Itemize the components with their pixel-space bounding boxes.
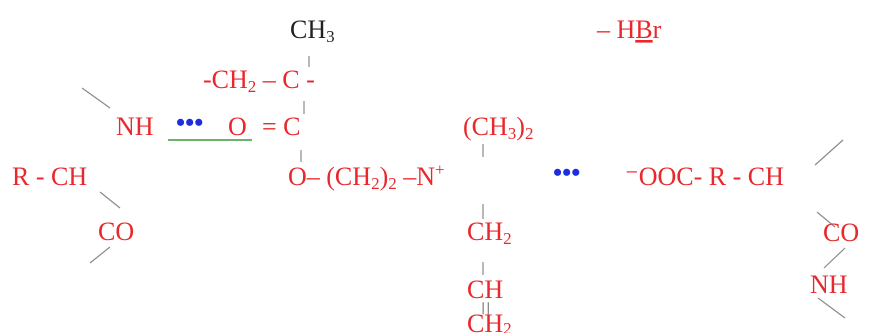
bond-lines bbox=[81, 56, 846, 319]
hydrogen-bond-dots: ••• bbox=[176, 108, 203, 137]
ch2-mid-label: CH2 bbox=[467, 217, 512, 248]
bond-right-chain-top bbox=[814, 139, 844, 166]
ionic-interaction-dots: ••• bbox=[553, 158, 580, 187]
ch3-top-label: CH3 bbox=[290, 15, 335, 46]
bond-co-nh-right bbox=[823, 247, 846, 269]
bond-ch-co-left bbox=[99, 191, 121, 209]
nh-right-label: NH bbox=[810, 270, 848, 299]
ch-mid-label: CH bbox=[467, 275, 503, 304]
double-bond-symbol: = bbox=[471, 301, 500, 316]
bond-co-chain-left bbox=[89, 246, 111, 264]
ester-amine-chain-label: O– (CH2)2 –N+ bbox=[288, 160, 445, 193]
carbonyl-o-label: O bbox=[228, 112, 247, 141]
bond-left-chain-top bbox=[81, 87, 111, 109]
bond-ch-co-right bbox=[816, 211, 836, 228]
carbonyl-c-label: = C bbox=[262, 112, 301, 141]
dimethyl-label: (CH3)2 bbox=[463, 112, 533, 143]
co-left-label: CO bbox=[98, 217, 134, 246]
ch2-bottom-label: CH2 bbox=[467, 309, 512, 333]
bond-right-chain-bottom bbox=[817, 297, 846, 319]
backbone-label: -CH2 – C - bbox=[203, 65, 315, 96]
carboxylate-label: ⁻OOC- R - CH bbox=[625, 162, 784, 191]
r-ch-left-label: R - CH bbox=[12, 162, 87, 191]
hbr-label: – HBr bbox=[596, 15, 662, 44]
co-right-label: CO bbox=[823, 218, 859, 247]
nh-left-label: NH bbox=[116, 112, 154, 141]
